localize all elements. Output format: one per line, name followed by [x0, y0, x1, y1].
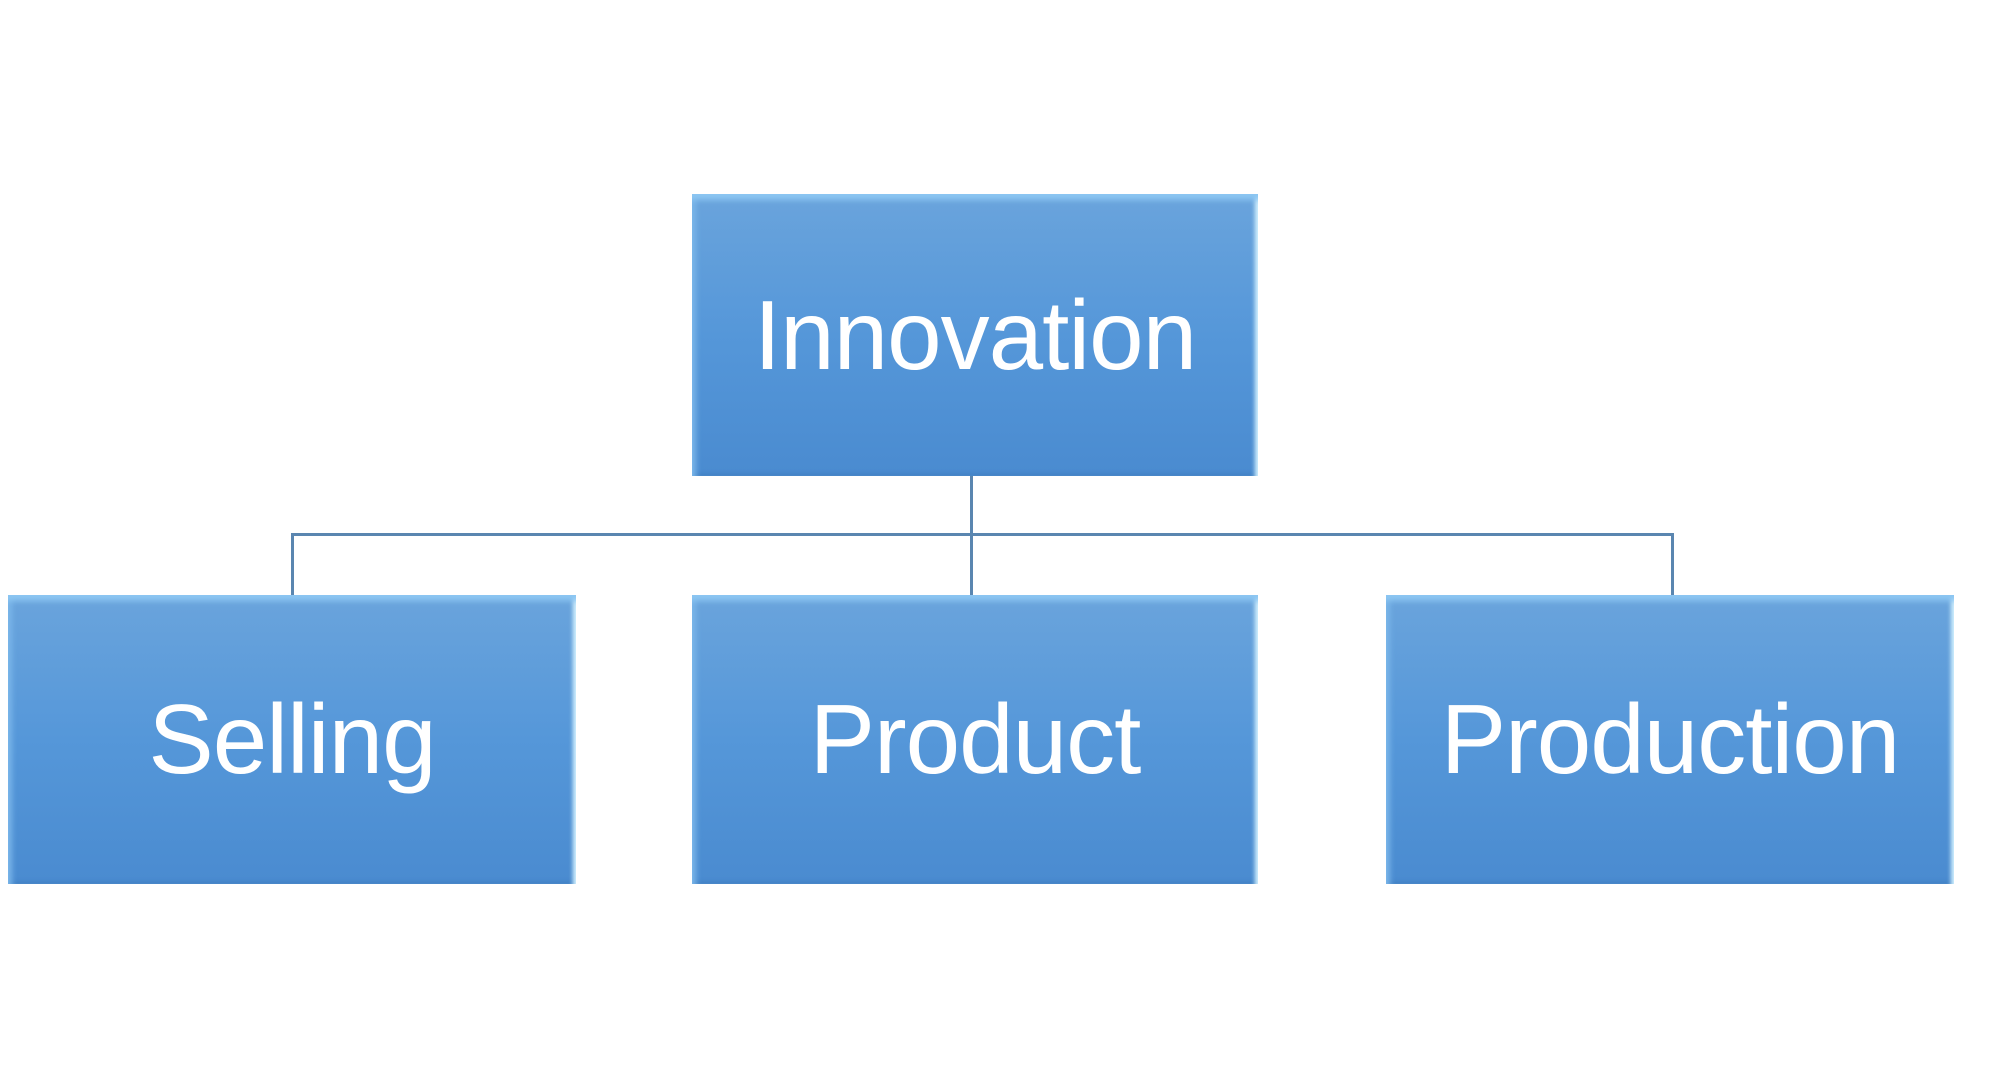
node-label: Production	[1440, 684, 1901, 794]
connector-horizontal	[291, 533, 1674, 536]
node-product[interactable]: Product	[692, 595, 1258, 884]
node-label: Selling	[148, 684, 436, 794]
node-innovation[interactable]: Innovation	[692, 194, 1258, 476]
node-production[interactable]: Production	[1386, 595, 1954, 884]
node-selling[interactable]: Selling	[8, 595, 576, 884]
node-label: Product	[809, 684, 1142, 794]
connector-selling	[291, 533, 294, 595]
node-label: Innovation	[753, 279, 1197, 390]
connector-production	[1671, 533, 1674, 595]
